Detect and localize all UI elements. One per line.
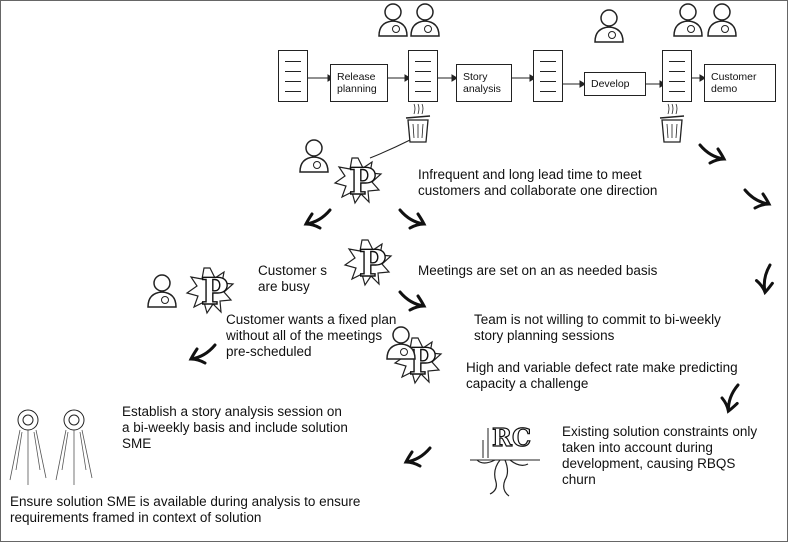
trash-can-icon [405, 103, 431, 143]
arrow-icon [398, 208, 426, 230]
problem-text: Customer s are busy [258, 263, 328, 294]
person-icon [673, 3, 703, 37]
arrow-icon [751, 263, 780, 296]
document-icon [408, 50, 438, 102]
problem-burst-icon [334, 157, 382, 204]
svg-text:RC: RC [492, 423, 531, 452]
problem-text: Meetings are set on an as needed basis [418, 263, 658, 278]
arrow-icon [304, 208, 332, 230]
arrow-icon [189, 343, 217, 365]
process-step-customer-demo: Customer demo [704, 64, 776, 102]
problem-burst-icon [186, 267, 234, 314]
root-cause-text: Existing solution constraints only taken… [562, 424, 758, 487]
process-step-release-planning: Release planning [330, 64, 388, 102]
countermeasure-text: Ensure solution SME is available during … [10, 494, 361, 525]
spotlight-icon [9, 409, 47, 485]
spotlight-icon [55, 409, 93, 485]
arrow-icon [398, 290, 426, 312]
problem-text: Team is not willing to commit to bi-week… [474, 312, 721, 343]
document-icon [662, 50, 692, 102]
problem-burst-icon [344, 239, 392, 286]
arrow-icon [698, 143, 726, 165]
problem-text: Infrequent and long lead time to meet cu… [418, 167, 658, 198]
person-icon [299, 139, 329, 173]
arrow-icon [743, 188, 771, 210]
person-icon [378, 3, 408, 37]
root-cause-icon: RC [470, 422, 540, 497]
arrow-icon [404, 446, 432, 468]
person-icon [147, 274, 177, 308]
document-icon [278, 50, 308, 102]
person-icon [707, 3, 737, 37]
person-icon [410, 3, 440, 37]
process-step-develop: Develop [584, 72, 646, 96]
process-step-story-analysis: Story analysis [456, 64, 512, 102]
document-icon [533, 50, 563, 102]
problem-text: Customer wants a fixed plan without all … [226, 312, 397, 359]
person-icon [594, 9, 624, 43]
countermeasure-text: Establish a story analysis session on a … [122, 404, 348, 451]
trash-can-icon [659, 103, 685, 143]
problem-text: High and variable defect rate make predi… [466, 360, 738, 391]
